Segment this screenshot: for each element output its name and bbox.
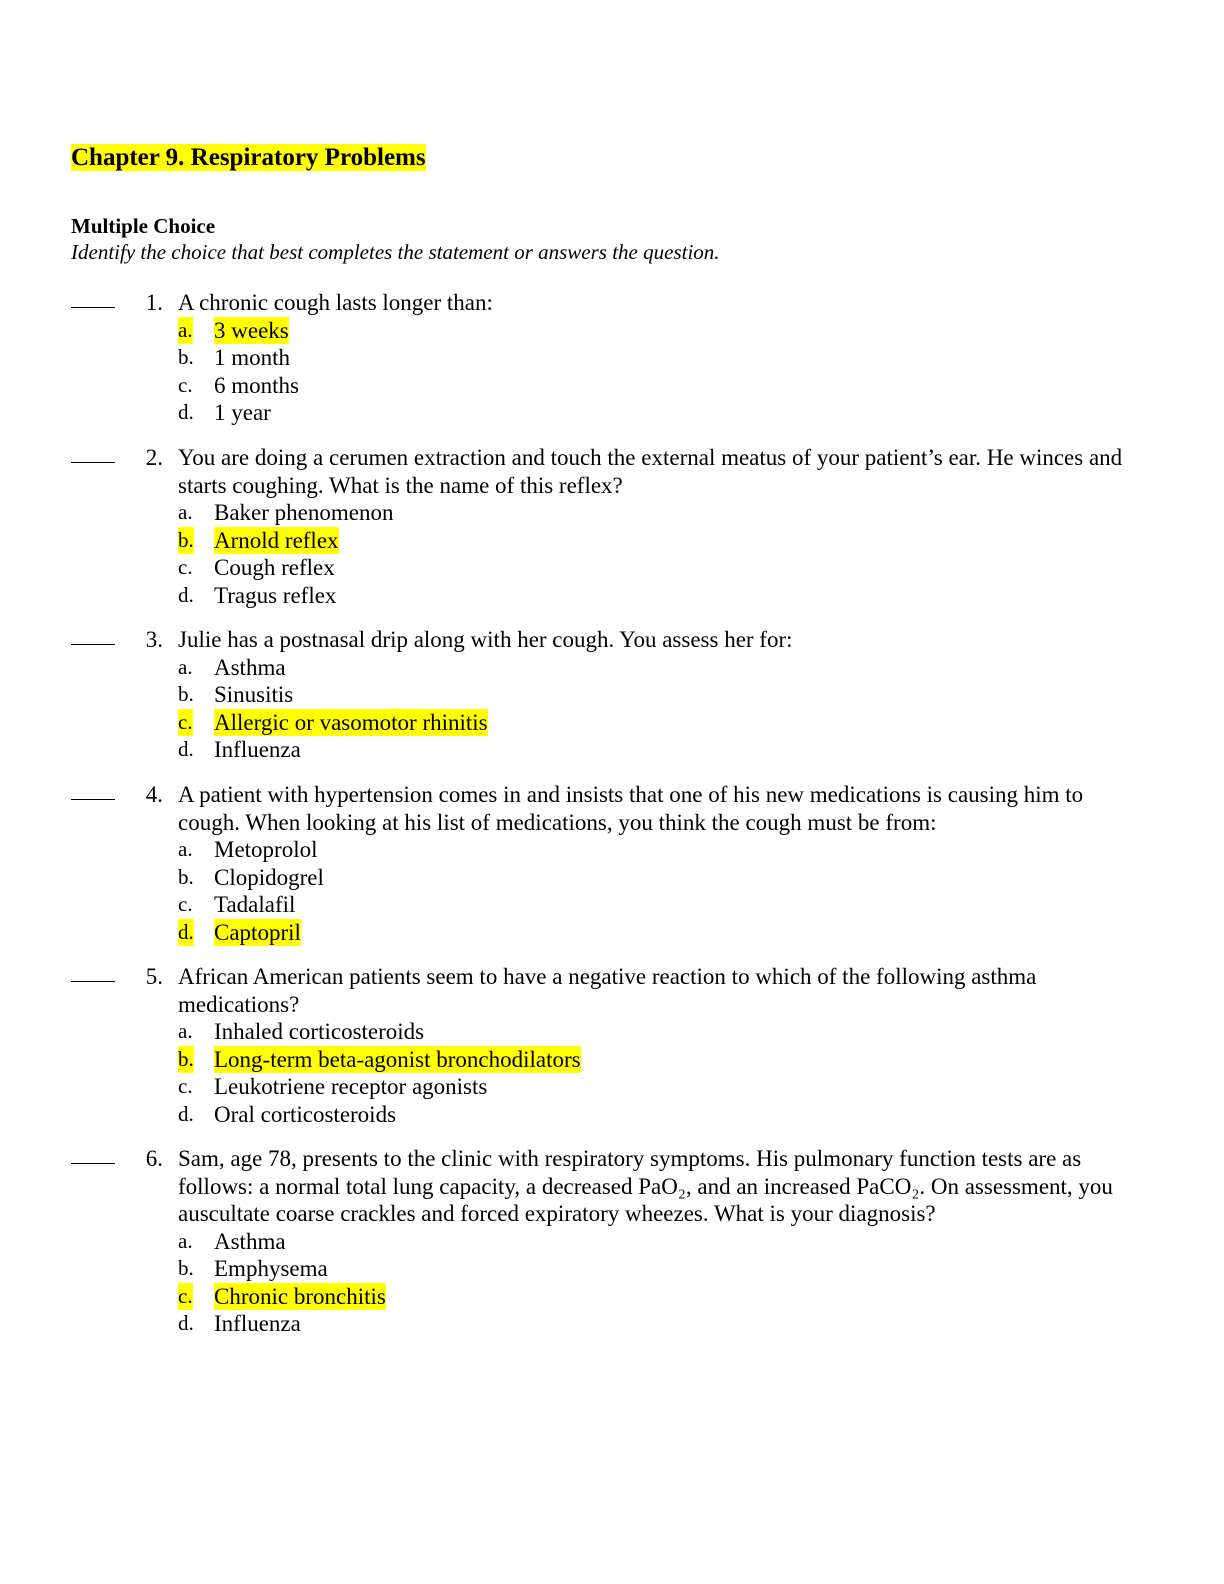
option-d: d. Influenza: [0, 736, 1224, 764]
option-letter: b.: [178, 864, 194, 889]
answer-blank[interactable]: [71, 781, 115, 800]
option-letter: c.: [178, 1074, 193, 1098]
option-c: c. Leukotriene receptor agonists: [0, 1073, 1224, 1101]
option-c: c. Tadalafil: [0, 891, 1224, 919]
option-text: Leukotriene receptor agonists: [214, 1074, 488, 1099]
option-text: Captopril: [214, 918, 301, 946]
option-c: c. Chronic bronchitis: [0, 1282, 1224, 1310]
option-text: Arnold reflex: [214, 526, 339, 554]
option-b: b. Emphysema: [0, 1255, 1224, 1283]
option-d: d. 1 year: [0, 399, 1224, 427]
option-text: Clopidogrel: [214, 864, 324, 890]
chapter-title: Chapter 9. Respiratory Problems: [71, 143, 426, 173]
option-c: c. 6 months: [0, 372, 1224, 400]
question-text: African American patients seem to have a…: [178, 964, 1037, 1017]
option-text: Metoprolol: [214, 837, 318, 862]
option-letter: b.: [178, 1045, 194, 1073]
option-text: 1 month: [214, 345, 291, 370]
option-b: b. 1 month: [0, 344, 1224, 372]
option-text: Influenza: [214, 737, 301, 762]
section-title: Multiple Choice: [71, 214, 216, 238]
answer-blank[interactable]: [71, 1145, 115, 1164]
chapter-title-text: Chapter 9. Respiratory Problems: [71, 144, 426, 171]
option-b: b. Clopidogrel: [0, 864, 1224, 892]
option-c: c. Allergic or vasomotor rhinitis: [0, 708, 1224, 736]
option-b: b. Long-term beta-agonist bronchodilator…: [0, 1045, 1224, 1073]
answer-blank[interactable]: [71, 626, 115, 645]
answer-blank[interactable]: [71, 963, 115, 982]
option-text: Influenza: [214, 1311, 301, 1336]
question-number: 6.: [145, 1146, 163, 1171]
option-text: Asthma: [214, 654, 286, 680]
option-letter: b.: [178, 345, 194, 369]
option-text: 6 months: [214, 372, 299, 398]
question-text: A chronic cough lasts longer than:: [178, 290, 493, 315]
option-a: a. Baker phenomenon: [0, 499, 1224, 527]
option-letter: a.: [178, 654, 193, 679]
option-text: Tragus reflex: [214, 582, 337, 608]
option-text: Cough reflex: [214, 555, 335, 580]
option-text: Sinusitis: [214, 682, 294, 707]
option-b: b. Sinusitis: [0, 681, 1224, 709]
question-number: 4.: [145, 782, 163, 807]
option-a: a. Inhaled corticosteroids: [0, 1018, 1224, 1046]
option-letter: d.: [178, 582, 194, 607]
option-text: Chronic bronchitis: [214, 1282, 386, 1310]
option-letter: d.: [178, 400, 194, 424]
option-letter: a.: [178, 1019, 193, 1043]
option-letter: b.: [178, 1256, 194, 1280]
option-letter: c.: [178, 892, 193, 916]
option-text: Allergic or vasomotor rhinitis: [214, 708, 488, 736]
option-text: Tadalafil: [214, 892, 296, 917]
option-letter: c.: [178, 1282, 193, 1310]
option-letter: b.: [178, 526, 194, 554]
option-letter: d.: [178, 918, 194, 946]
question-number: 1.: [145, 290, 163, 315]
question-text: Sam, age 78, presents to the clinic with…: [178, 1146, 1113, 1226]
question-number: 5.: [145, 964, 163, 989]
option-a: a. Metoprolol: [0, 836, 1224, 864]
option-text: Inhaled corticosteroids: [214, 1019, 425, 1044]
option-letter: a.: [178, 837, 193, 861]
option-text: Asthma: [214, 1228, 286, 1254]
option-a: a. Asthma: [0, 654, 1224, 682]
option-a: a. 3 weeks: [0, 316, 1224, 344]
option-text: 1 year: [214, 400, 271, 425]
option-letter: d.: [178, 1311, 194, 1335]
option-letter: d.: [178, 737, 194, 761]
instructions: Identify the choice that best completes …: [71, 240, 720, 264]
option-text: Oral corticosteroids: [214, 1101, 397, 1127]
question-text: Julie has a postnasal drip along with he…: [178, 627, 793, 652]
option-text: Emphysema: [214, 1256, 328, 1281]
option-d: d. Oral corticosteroids: [0, 1101, 1224, 1129]
option-d: d. Captopril: [0, 918, 1224, 946]
option-letter: c.: [178, 555, 193, 579]
option-letter: a.: [178, 316, 193, 344]
question-number: 2.: [145, 445, 163, 470]
option-a: a. Asthma: [0, 1228, 1224, 1256]
option-letter: c.: [178, 708, 193, 736]
option-text: Long-term beta-agonist bronchodilators: [214, 1045, 581, 1073]
question-text: A patient with hypertension comes in and…: [178, 782, 1084, 835]
option-letter: a.: [178, 1228, 193, 1253]
option-text: 3 weeks: [214, 316, 289, 344]
option-d: d. Influenza: [0, 1310, 1224, 1338]
question-text: You are doing a cerumen extraction and t…: [178, 445, 1123, 498]
option-letter: d.: [178, 1101, 194, 1126]
option-b: b. Arnold reflex: [0, 526, 1224, 554]
option-d: d. Tragus reflex: [0, 582, 1224, 610]
option-letter: b.: [178, 682, 194, 706]
option-letter: a.: [178, 500, 193, 524]
option-text: Baker phenomenon: [214, 500, 394, 525]
question-number: 3.: [145, 627, 163, 652]
answer-blank[interactable]: [71, 444, 115, 463]
option-c: c. Cough reflex: [0, 554, 1224, 582]
answer-blank[interactable]: [71, 289, 115, 308]
option-letter: c.: [178, 372, 193, 397]
